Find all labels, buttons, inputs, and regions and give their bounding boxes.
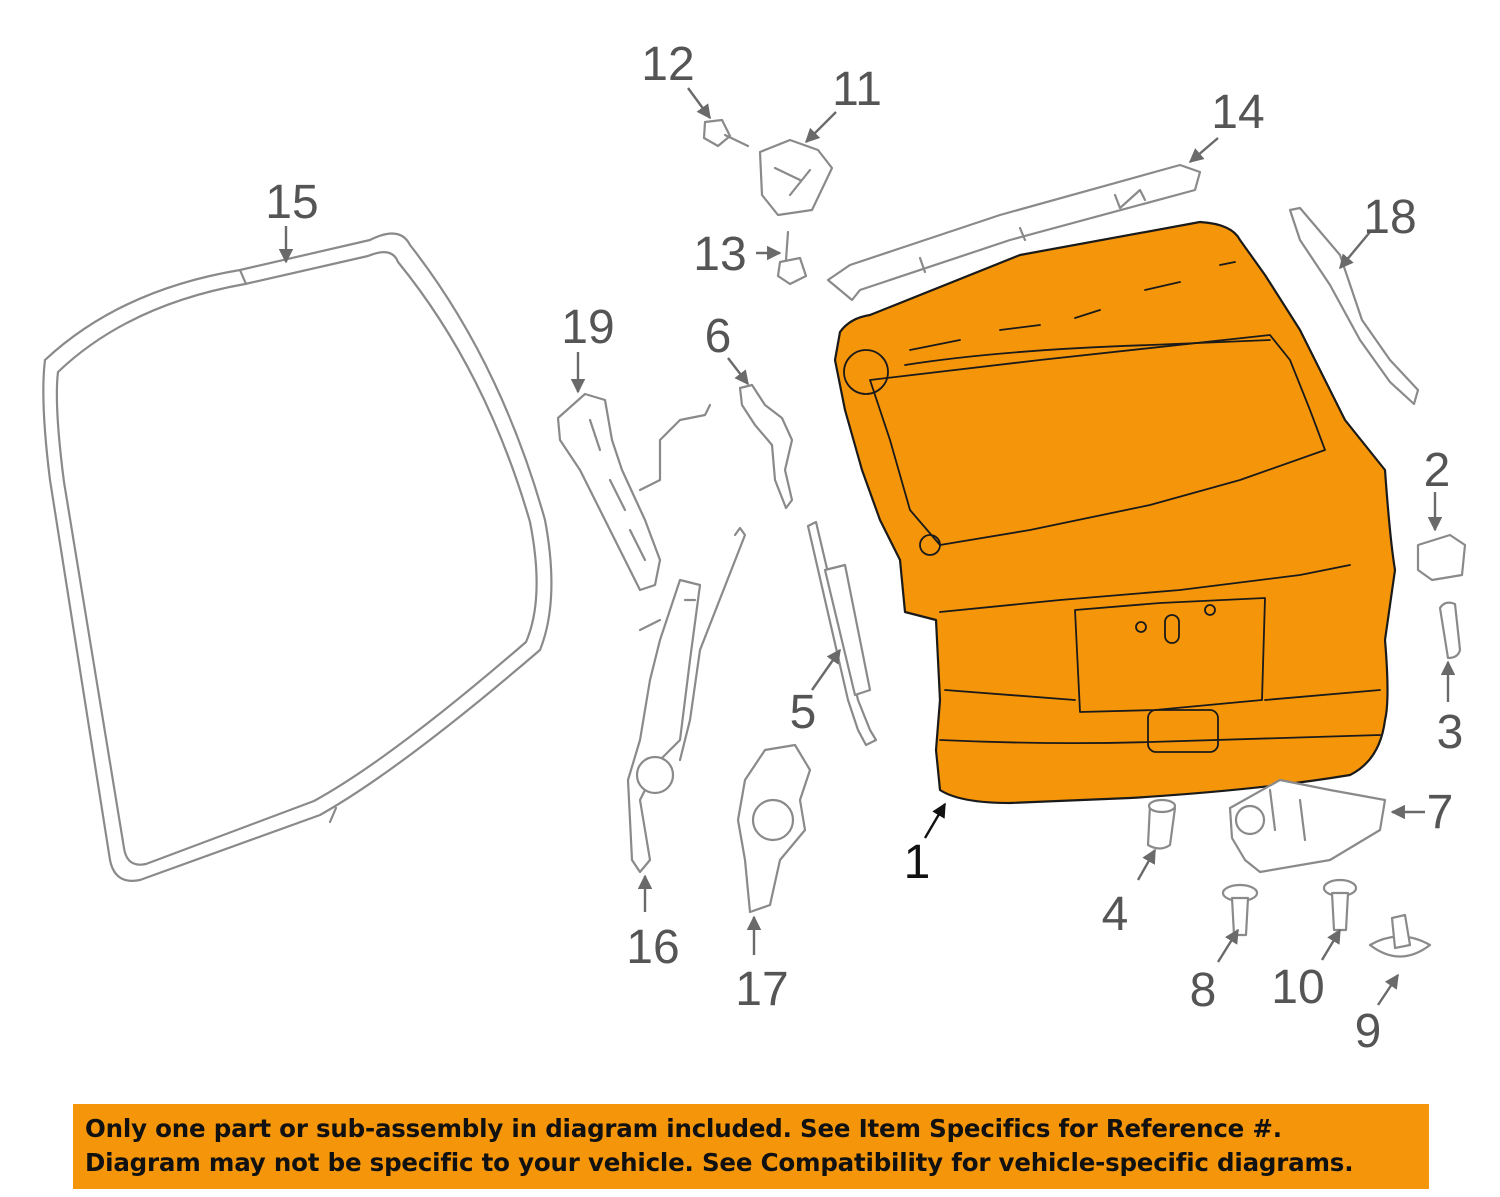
callout-11: 11	[832, 63, 882, 116]
part-4-stopper[interactable]	[1146, 798, 1177, 850]
callout-5: 5	[790, 686, 817, 739]
part-9-striker[interactable]	[1368, 913, 1432, 958]
callout-7: 7	[1427, 786, 1454, 839]
callout-9: 9	[1355, 1005, 1382, 1058]
part-1-liftgate[interactable]	[833, 220, 1397, 805]
callout-12: 12	[641, 38, 694, 91]
callout-labels: 1 2 3 4 5 6 7 8 9 10 11 12 13 14 15 16 1…	[265, 38, 1463, 1058]
callout-1: 1	[904, 836, 931, 889]
callout-13: 13	[693, 228, 746, 281]
part-14-molding[interactable]	[826, 163, 1202, 302]
callout-2: 2	[1424, 444, 1451, 497]
part-11-latch[interactable]	[758, 138, 834, 217]
callout-15: 15	[265, 176, 318, 229]
callout-6: 6	[705, 310, 732, 363]
part-13-bolt[interactable]	[776, 230, 808, 286]
callout-18: 18	[1363, 191, 1416, 244]
callout-10: 10	[1271, 961, 1324, 1014]
part-8-pin[interactable]	[1221, 883, 1259, 937]
part-12-bolt[interactable]	[702, 118, 750, 148]
part-19-hinge[interactable]	[556, 392, 712, 592]
part-2-bumper[interactable]	[1416, 533, 1467, 582]
part-15-weatherstrip[interactable]	[42, 232, 553, 882]
callout-8: 8	[1190, 964, 1217, 1017]
leader-lines	[278, 87, 1456, 1006]
part-6-hinge-arm[interactable]	[738, 383, 794, 510]
disclaimer-line-1: Only one part or sub-assembly in diagram…	[85, 1114, 1282, 1143]
part-18-spoiler[interactable]	[1288, 206, 1420, 406]
callout-4: 4	[1102, 888, 1129, 941]
part-7-latch-actuator[interactable]	[1228, 778, 1387, 874]
part-17-drive-unit[interactable]	[736, 743, 812, 914]
callout-19: 19	[561, 301, 614, 354]
callout-14: 14	[1211, 86, 1264, 139]
part-16-drive-unit[interactable]	[626, 526, 747, 874]
disclaimer-line-2: Diagram may not be specific to your vehi…	[85, 1148, 1354, 1177]
part-3-pad[interactable]	[1438, 601, 1462, 660]
callout-17: 17	[735, 963, 788, 1016]
callout-3: 3	[1437, 706, 1464, 759]
disclaimer-banner: Only one part or sub-assembly in diagram…	[73, 1104, 1429, 1189]
parts-diagram: 1 2 3 4 5 6 7 8 9 10 11 12 13 14 15 16 1…	[42, 38, 1467, 1058]
part-5-gas-strut[interactable]	[806, 520, 878, 747]
callout-16: 16	[626, 921, 679, 974]
part-10-pin[interactable]	[1322, 878, 1358, 932]
